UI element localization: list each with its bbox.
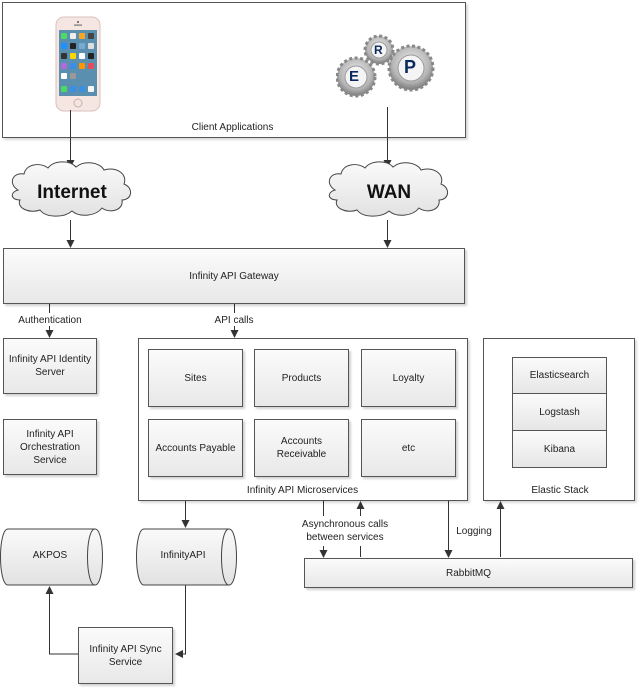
identity-server: Infinity API Identity Server — [3, 338, 97, 394]
infinityapi-database-icon — [136, 528, 237, 586]
elasticsearch-component: Elasticsearch — [512, 357, 607, 394]
identity-server-line2: Server — [35, 367, 65, 378]
async-calls-line1: Asynchronous calls — [301, 519, 389, 530]
service-products: Products — [254, 349, 349, 407]
infinityapi-label: InfinityAPI — [160, 550, 206, 561]
logstash-component: Logstash — [512, 393, 607, 431]
kibana-component: Kibana — [512, 430, 607, 468]
service-accounts-receivable: Accounts Receivable — [254, 419, 349, 477]
arrow-sync-to-akpos — [45, 586, 78, 655]
erp-letter-e: E — [349, 68, 360, 85]
rabbitmq: RabbitMQ — [304, 558, 633, 588]
service-etc-label: etc — [401, 442, 416, 454]
erp-gears-icon: E R P — [335, 33, 438, 99]
kibana-label: Kibana — [543, 443, 576, 455]
internet-cloud-icon — [11, 161, 131, 217]
orchestration-line2: Orchestration — [19, 441, 81, 453]
api-gateway-label: Infinity API Gateway — [189, 270, 279, 282]
orchestration-service: Infinity API Orchestration Service — [3, 419, 97, 475]
service-accounts-receivable-label: Accounts Receivable — [276, 436, 327, 460]
service-accounts-payable: Accounts Payable — [148, 419, 243, 477]
service-sites-label: Sites — [184, 372, 207, 384]
authentication-label: Authentication — [18, 315, 82, 326]
erp-letter-p: P — [404, 57, 417, 77]
service-loyalty: Loyalty — [361, 349, 456, 407]
api-calls-label: API calls — [214, 315, 254, 326]
async-calls-label: Asynchronous calls between services — [290, 518, 400, 544]
akpos-label: AKPOS — [32, 550, 68, 561]
microservices-label: Infinity API Microservices — [246, 485, 359, 496]
rabbitmq-label: RabbitMQ — [445, 567, 491, 579]
sync-service: Infinity API Sync Service — [78, 627, 173, 684]
sync-service-line1: Infinity API Sync — [89, 643, 162, 655]
service-accounts-payable-label: Accounts Payable — [155, 442, 236, 454]
service-loyalty-label: Loyalty — [392, 372, 425, 384]
arrow-db-to-sync — [175, 585, 186, 658]
akpos-database-icon — [0, 528, 103, 586]
smartphone-icon — [55, 16, 101, 112]
elastic-stack-label: Elastic Stack — [531, 485, 589, 496]
service-etc: etc — [361, 419, 456, 477]
logstash-label: Logstash — [539, 406, 580, 418]
orchestration-line3: Service — [33, 454, 67, 466]
identity-server-line1: Infinity API Identity — [8, 354, 92, 365]
wan-label: WAN — [366, 182, 412, 203]
wan-cloud-icon — [328, 161, 448, 217]
orchestration-line1: Infinity API — [26, 428, 74, 440]
elasticsearch-label: Elasticsearch — [529, 370, 590, 381]
service-products-label: Products — [281, 372, 322, 384]
internet-label: Internet — [37, 182, 107, 203]
client-applications-label: Client Applications — [191, 122, 274, 133]
service-sites: Sites — [148, 349, 243, 407]
sync-service-line2: Service — [108, 656, 143, 668]
erp-letter-r: R — [374, 43, 383, 57]
api-gateway: Infinity API Gateway — [3, 248, 465, 304]
async-calls-line2: between services — [306, 532, 384, 543]
logging-label: Logging — [456, 526, 492, 537]
